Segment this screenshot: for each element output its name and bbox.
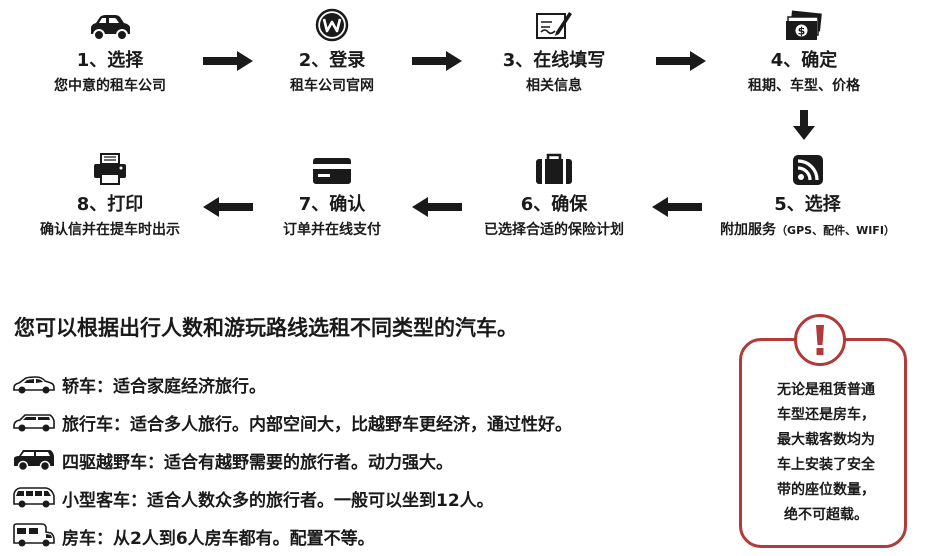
step-5-desc-small: （GPS、配件、WIFI）: [776, 224, 895, 237]
minibus-icon: [13, 487, 55, 508]
rss-icon: [700, 150, 915, 186]
step-4: $ 4、确定 租期、车型、价格: [704, 6, 904, 95]
arrow-left-3: [203, 197, 253, 217]
car-type-sedan-text: 轿车：适合家庭经济旅行。: [62, 376, 266, 397]
warning-line: 绝不可超载。: [784, 507, 868, 523]
step-7-desc: 订单并在线支付: [283, 222, 381, 238]
step-5-desc-main: 附加服务: [720, 222, 777, 238]
credit-card-icon: [232, 150, 432, 186]
car-type-wagon-text: 旅行车：适合多人旅行。内部空间大，比越野车更经济，通过性好。: [62, 414, 572, 435]
step-8: 8、打印 确认信并在提车时出示: [10, 150, 210, 239]
step-6-desc: 已选择合适的保险计划: [484, 222, 624, 238]
step-7-title: 7、确认: [298, 194, 366, 215]
exclamation-icon: [816, 325, 824, 355]
step-2: 2、登录 租车公司官网: [232, 6, 432, 95]
step-5-desc: 附加服务（GPS、配件、WIFI）: [700, 221, 915, 240]
warning-line: 车上安装了安全: [777, 457, 875, 473]
money-icon: $: [704, 6, 904, 42]
printer-icon: [10, 150, 210, 186]
car-icon: [10, 6, 210, 42]
step-2-desc: 租车公司官网: [290, 78, 374, 94]
section-heading: 您可以根据出行人数和游玩路线选租不同类型的汽车。: [14, 316, 518, 340]
warning-line: 车型还是房车，: [777, 407, 875, 423]
arrow-left-2: [412, 197, 462, 217]
car-type-minibus-text: 小型客车：适合人数众多的旅行者。一般可以坐到12人。: [62, 490, 494, 511]
rv-icon: [13, 523, 55, 547]
wagon-icon: [13, 414, 55, 432]
step-8-title: 8、打印: [76, 194, 144, 215]
step-5-title: 5、选择: [774, 194, 841, 215]
warning-badge: [794, 314, 846, 366]
step-4-title: 4、确定: [770, 50, 838, 71]
form-pen-icon: [454, 6, 654, 42]
svg-text:$: $: [798, 25, 806, 38]
suv-icon: [14, 450, 54, 472]
car-type-rv: 房车：从2人到6人房车都有。配置不等。: [12, 522, 375, 550]
car-type-minibus: 小型客车：适合人数众多的旅行者。一般可以坐到12人。: [12, 484, 494, 512]
step-2-title: 2、登录: [298, 50, 366, 71]
arrow-right-1: [203, 51, 253, 71]
step-3-title: 3、在线填写: [502, 50, 606, 71]
step-7: 7、确认 订单并在线支付: [232, 150, 432, 239]
car-type-suv: 四驱越野车：适合有越野需要的旅行者。动力强大。: [12, 446, 453, 474]
arrow-down: [793, 110, 815, 140]
arrow-right-2: [412, 51, 462, 71]
step-6: 6、确保 已选择合适的保险计划: [454, 150, 654, 239]
step-4-desc: 租期、车型、价格: [748, 78, 860, 94]
step-3: 3、在线填写 相关信息: [454, 6, 654, 95]
warning-line: 无论是租赁普通: [777, 382, 875, 398]
step-3-desc: 相关信息: [526, 78, 582, 94]
warning-text: 无论是租赁普通 车型还是房车， 最大载客数均为 车上安装了安全 带的座位数量， …: [756, 378, 896, 528]
car-type-sedan: 轿车：适合家庭经济旅行。: [12, 370, 266, 398]
step-1: 1、选择 您中意的租车公司: [10, 6, 210, 95]
step-5: 5、选择 附加服务（GPS、配件、WIFI）: [700, 150, 915, 240]
step-6-title: 6、确保: [520, 194, 588, 215]
sedan-icon: [13, 376, 55, 394]
briefcase-icon: [454, 150, 654, 186]
warning-line: 带的座位数量，: [777, 482, 875, 498]
warning-line: 最大载客数均为: [777, 432, 875, 448]
car-type-rv-text: 房车：从2人到6人房车都有。配置不等。: [62, 528, 375, 549]
web-icon: [232, 6, 432, 42]
car-type-wagon: 旅行车：适合多人旅行。内部空间大，比越野车更经济，通过性好。: [12, 408, 572, 436]
arrow-left-1: [652, 197, 702, 217]
car-type-suv-text: 四驱越野车：适合有越野需要的旅行者。动力强大。: [62, 452, 453, 473]
step-1-desc: 您中意的租车公司: [54, 78, 166, 94]
step-1-title: 1、选择: [76, 50, 144, 71]
arrow-right-3: [656, 51, 706, 71]
step-8-desc: 确认信并在提车时出示: [40, 222, 180, 238]
